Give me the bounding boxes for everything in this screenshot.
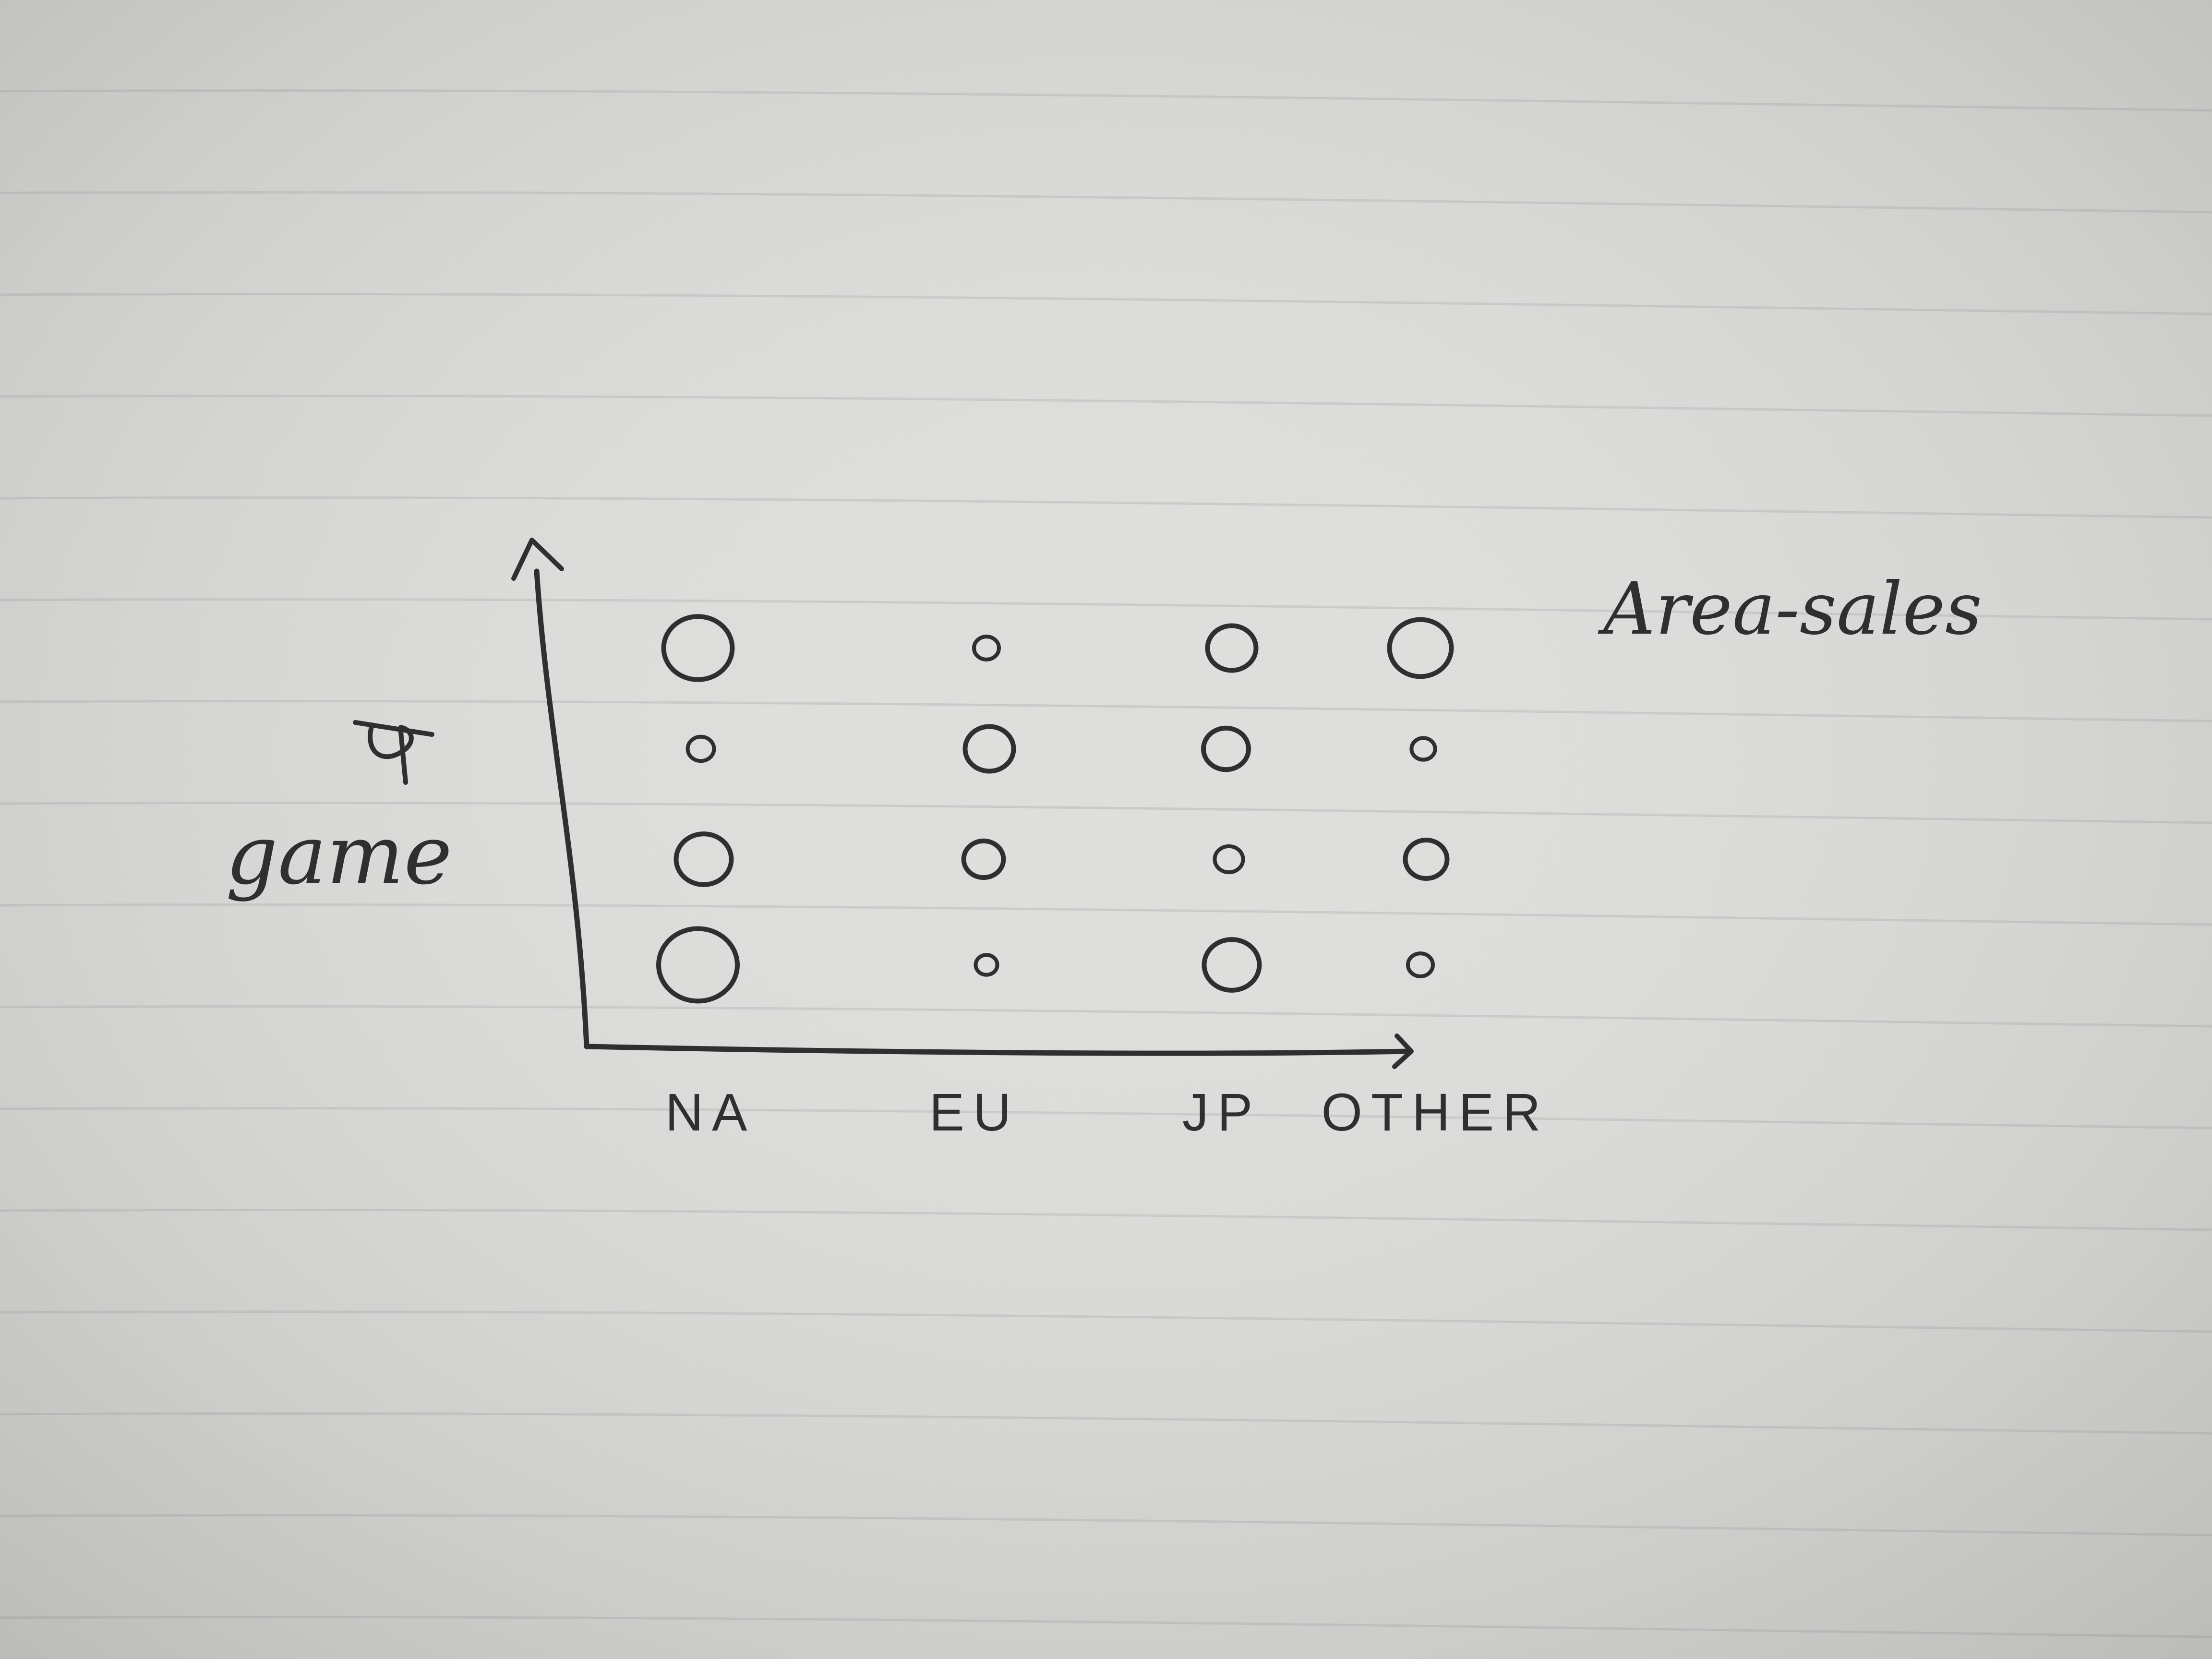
y-axis-label: game (226, 808, 452, 903)
bubble-jp-row-1 (1205, 623, 1259, 673)
bubble-na-row-1 (661, 614, 735, 682)
ylabel-devanagari-glyph (353, 720, 434, 785)
x-tick-other: OTHER (1322, 1083, 1550, 1142)
bubble-eu-row-4 (974, 953, 999, 977)
x-axis-arrowhead (1392, 1034, 1414, 1069)
bubble-jp-row-2 (1201, 725, 1251, 772)
bubble-eu-row-1 (972, 635, 1001, 661)
bubble-jp-row-4 (1202, 937, 1262, 993)
x-tick-jp: JP (1182, 1083, 1261, 1142)
bubble-other-row-4 (1406, 951, 1435, 978)
bubble-na-row-4 (656, 926, 740, 1004)
x-tick-labels: NA EU JP OTHER (665, 1083, 1550, 1142)
bubble-na-row-2 (685, 734, 716, 763)
x-axis (584, 1044, 1412, 1056)
chart-title: Area-sales (1598, 567, 1982, 651)
bubble-eu-row-3 (961, 838, 1006, 880)
bubble-other-row-1 (1387, 617, 1454, 679)
y-axis-arrowhead (511, 538, 564, 581)
bubble-na-row-3 (673, 831, 734, 887)
x-tick-eu: EU (929, 1083, 1020, 1142)
bubble-jp-row-3 (1213, 844, 1245, 875)
hand-drawn-chart (353, 538, 1454, 1069)
bubble-other-row-2 (1409, 736, 1437, 762)
bubble-layer (656, 614, 1454, 1004)
bubble-other-row-3 (1403, 837, 1450, 881)
y-axis (534, 568, 589, 1049)
bubble-eu-row-2 (962, 724, 1016, 774)
x-tick-na: NA (665, 1083, 756, 1142)
